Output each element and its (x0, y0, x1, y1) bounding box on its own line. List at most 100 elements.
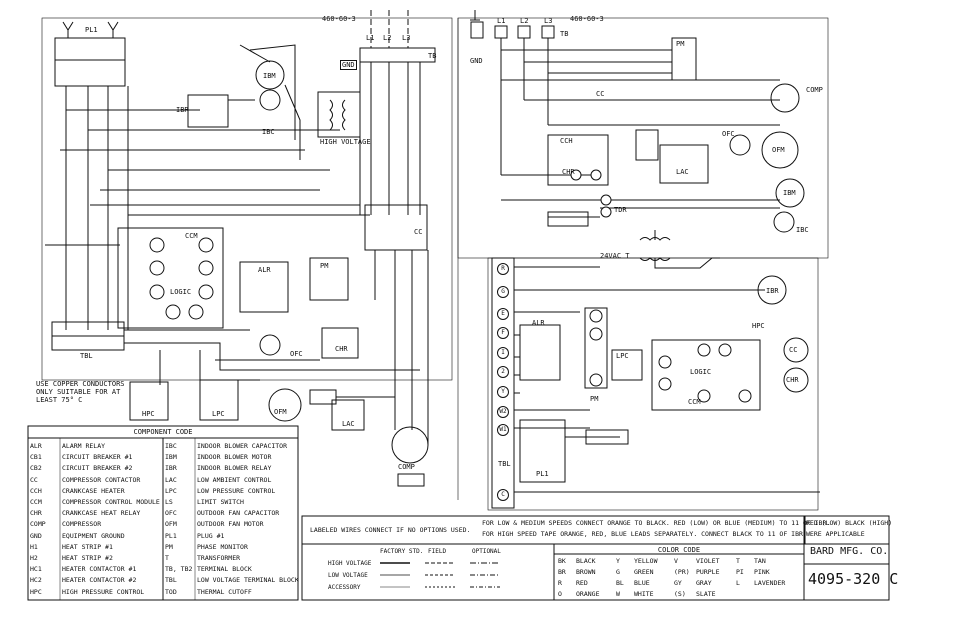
component-description: PLUG #1 (197, 531, 225, 540)
ofm-motor-right (761, 131, 799, 169)
component-description: CIRCUIT BREAKER #1 (62, 453, 133, 462)
pl1-plug-right (519, 419, 566, 483)
component-description: INDOOR BLOWER MOTOR (197, 453, 272, 462)
ofm-motor-left (268, 388, 302, 422)
tbl-terminal: W1 (497, 424, 509, 436)
component-code-row: CB1 CIRCUIT BREAKER #1 (30, 452, 160, 463)
color-abbrev: O (558, 590, 562, 598)
component-abbrev: IBC (165, 442, 177, 450)
note-low-medium-speeds: FOR LOW & MEDIUM SPEEDS CONNECT ORANGE T… (482, 519, 831, 527)
color-abbrev: PI (736, 568, 744, 576)
ibc-label-right: IBC (796, 226, 809, 234)
color-name: PURPLE (696, 568, 720, 576)
component-abbrev: PM (165, 542, 173, 551)
component-abbrev: H1 (30, 542, 38, 551)
color-abbrev: T (736, 557, 740, 565)
pm-monitor-left (309, 257, 349, 301)
chr-coil-right (783, 367, 809, 393)
color-abbrev: W (616, 590, 620, 598)
color-abbrev: Y (616, 557, 620, 565)
ccm-module-right (651, 339, 761, 411)
ibm-label-right: IBM (783, 189, 796, 197)
note-labeled-wires: LABELED WIRES CONNECT IF NO OPTIONS USED… (310, 526, 471, 534)
drawing-number: 4095-320 C (808, 570, 899, 588)
color-name: LAVENDER (754, 579, 786, 587)
tbl-terminal: C (497, 489, 509, 501)
component-abbrev: LS (165, 498, 173, 507)
component-description: LOW PRESSURE CONTROL (197, 486, 276, 495)
pl1-label-left: PL1 (85, 26, 98, 34)
chr-relay-left (321, 327, 359, 359)
component-description: ALARM RELAY (62, 442, 106, 450)
component-abbrev: LAC (165, 475, 177, 484)
transformer-left (317, 91, 361, 138)
title-block-frame (803, 515, 890, 601)
component-description: INDOOR BLOWER CAPACITOR (197, 442, 288, 450)
color-name: SLATE (696, 590, 716, 598)
color-abbrev: BR (558, 568, 566, 576)
color-abbrev: V (674, 557, 678, 565)
tb-label-right: TB (560, 30, 569, 38)
cc-coil-right (783, 337, 809, 363)
comp-label-right: COMP (806, 86, 823, 94)
component-description: CRANKCASE HEATER (62, 486, 125, 495)
ccm-module-left (117, 227, 224, 329)
company-name: BARD MFG. CO. (810, 546, 889, 557)
component-abbrev: TBL (165, 576, 177, 585)
color-name: BLACK (576, 557, 596, 565)
color-name: GREEN (634, 568, 654, 576)
hpc-switch-left (129, 381, 169, 421)
component-description: LIMIT SWITCH (197, 498, 244, 507)
pm-label-left: PM (320, 262, 329, 270)
supply-l3-left: L3 (402, 34, 411, 42)
alr-label-left: ALR (258, 266, 271, 274)
ibc-capacitor-right (773, 211, 795, 233)
legend-high-voltage: HIGH VOLTAGE (328, 560, 372, 567)
color-name: BROWN (576, 568, 596, 576)
legend-accessory: ACCESSORY (328, 584, 361, 591)
component-abbrev: HPC (30, 587, 42, 596)
alr-relay-right (519, 324, 561, 381)
ofc-label-left: OFC (290, 350, 303, 358)
component-abbrev: CCM (30, 498, 42, 507)
ofc-capacitor-right (729, 134, 751, 156)
color-name: ORANGE (576, 590, 600, 598)
color-abbrev: R (558, 579, 562, 587)
cc-label-right: CC (596, 90, 605, 98)
color-name: TAN (754, 557, 766, 565)
ibc-label-left: IBC (262, 128, 275, 136)
cc-coil-label-right: CC (789, 346, 798, 354)
ofm-label-right: OFM (772, 146, 785, 154)
supply-l1-left: L1 (366, 34, 375, 42)
legend-field: FIELD (428, 548, 447, 555)
component-description: TRANSFORMER (197, 554, 241, 563)
component-description: HEATER CONTACTOR #1 (62, 565, 137, 574)
ibm-motor-left (255, 60, 285, 90)
color-name: GRAY (696, 579, 712, 587)
hpc-label-right: HPC (752, 322, 765, 330)
color-abbrev: (S) (674, 590, 686, 598)
pl1-label-right: PL1 (536, 470, 549, 478)
component-abbrev: CB1 (30, 453, 42, 462)
component-abbrev: LPC (165, 486, 177, 495)
tbl-terminal: I (497, 347, 509, 359)
legend-optional: OPTIONAL (472, 548, 501, 555)
ofm-label-left: OFM (274, 408, 287, 416)
component-description: INDOOR BLOWER RELAY (197, 464, 272, 473)
logic-label-left: LOGIC (170, 288, 192, 296)
chr-coil-label-right: CHR (786, 376, 799, 384)
